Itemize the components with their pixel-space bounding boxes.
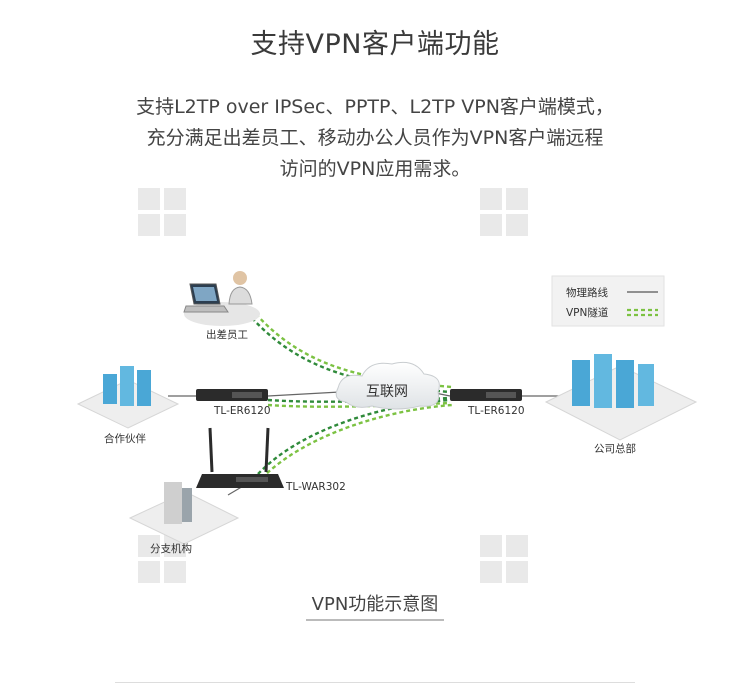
building-icon [572,360,590,406]
building-icon [103,374,117,404]
bottom-divider [115,682,635,683]
router-right-label: TL-ER6120 [467,405,525,417]
hq-label: 公司总部 [594,442,636,455]
partner-label: 合作伙伴 [104,432,146,445]
legend-vpn-label: VPN隧道 [566,306,609,319]
internet-label: 互联网 [366,384,408,400]
building-icon [137,370,151,406]
description-line-3: 访问的VPN应用需求。 [279,158,471,180]
partner-node: 合作伙伴 [76,366,180,445]
router-right: TL-ER6120 [450,389,525,417]
wireless-router: TL-WAR302 [196,427,346,493]
caption-underline [306,619,444,621]
building-icon [164,482,182,524]
traveler-label: 出差员工 [206,328,248,341]
watermark-logo [480,188,528,236]
building-icon [638,364,654,406]
description-line-2: 充分满足出差员工、移动办公人员作为VPN客户端远程 [146,127,604,149]
vpn-network-diagram: 物理路线 VPN隧道 出差员工 合作伙伴 [76,271,698,555]
person-icon [233,271,247,285]
legend: 物理路线 VPN隧道 [551,275,665,327]
internet-cloud: 互联网 [335,361,440,410]
cloud-icon [335,361,440,410]
page-title: 支持VPN客户端功能 [250,29,500,60]
branch-label: 分支机构 [150,542,192,555]
watermark-logo [138,188,186,236]
traveler-node: 出差员工 [183,271,260,341]
building-icon [120,366,134,406]
antenna-icon [264,427,270,473]
building-icon [594,354,612,408]
branch-node: 分支机构 [128,482,240,555]
router-left-label: TL-ER6120 [213,405,271,417]
router-left: TL-ER6120 [196,389,271,417]
watermark-logo [480,535,528,583]
wireless-router-label: TL-WAR302 [285,481,346,493]
diagram-caption: VPN功能示意图 [311,594,439,615]
description: 支持L2TP over IPSec、PPTP、L2TP VPN客户端模式， 充分… [0,92,750,185]
hq-node: 公司总部 [544,354,698,455]
building-icon [616,360,634,408]
description-line-1: 支持L2TP over IPSec、PPTP、L2TP VPN客户端模式， [136,96,614,118]
legend-physical-label: 物理路线 [566,286,608,299]
antenna-icon [208,427,214,473]
